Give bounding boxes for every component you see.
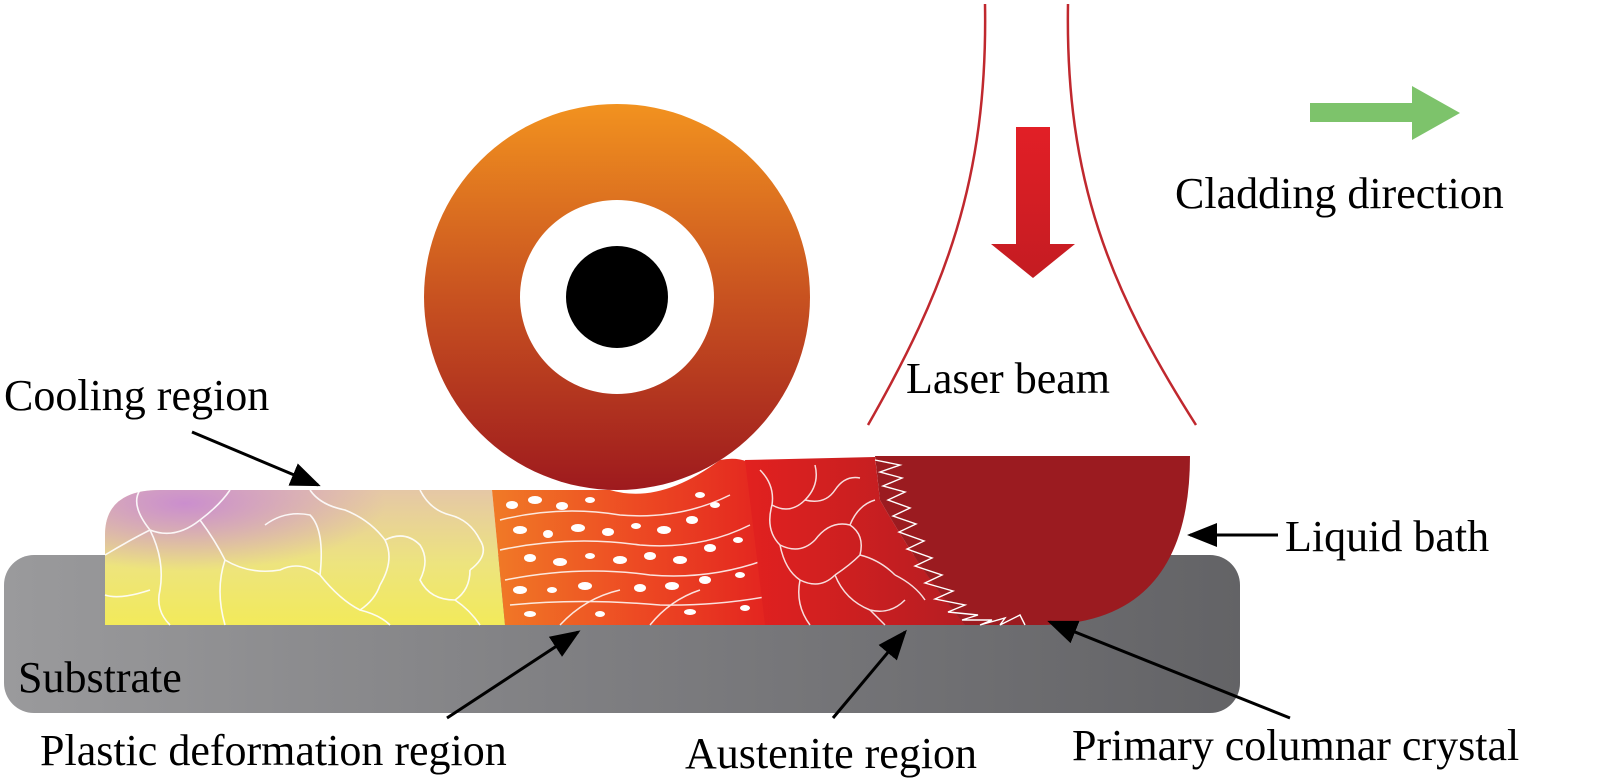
- label-liquid-bath: Liquid bath: [1285, 512, 1489, 561]
- austenite-arrow: [831, 629, 907, 719]
- label-cooling-region: Cooling region: [4, 371, 269, 420]
- plastic-deformation-arrow: [446, 630, 581, 720]
- laser-arrow-icon: [991, 127, 1075, 278]
- austenite-region: [745, 457, 965, 626]
- label-plastic-deformation-region: Plastic deformation region: [40, 726, 507, 775]
- label-cladding-direction: Cladding direction: [1175, 169, 1504, 218]
- liquid-bath: [875, 456, 1190, 625]
- label-primary-columnar-crystal: Primary columnar crystal: [1072, 721, 1519, 770]
- leader-arrows: [191, 430, 1291, 720]
- laser-beam-outline: [866, 3, 1198, 426]
- plastic-deformation-region: [492, 458, 780, 626]
- direction-arrow-icon: [1310, 86, 1460, 140]
- label-substrate: Substrate: [18, 653, 182, 702]
- label-austenite-region: Austenite region: [685, 729, 977, 778]
- columnar-crystal-arrow: [1047, 620, 1291, 720]
- cooling-region: [104, 489, 505, 626]
- roller: [424, 104, 810, 490]
- columnar-crystals: [874, 459, 1026, 626]
- cooling-region-arrow: [191, 430, 321, 487]
- label-laser-beam: Laser beam: [906, 354, 1110, 403]
